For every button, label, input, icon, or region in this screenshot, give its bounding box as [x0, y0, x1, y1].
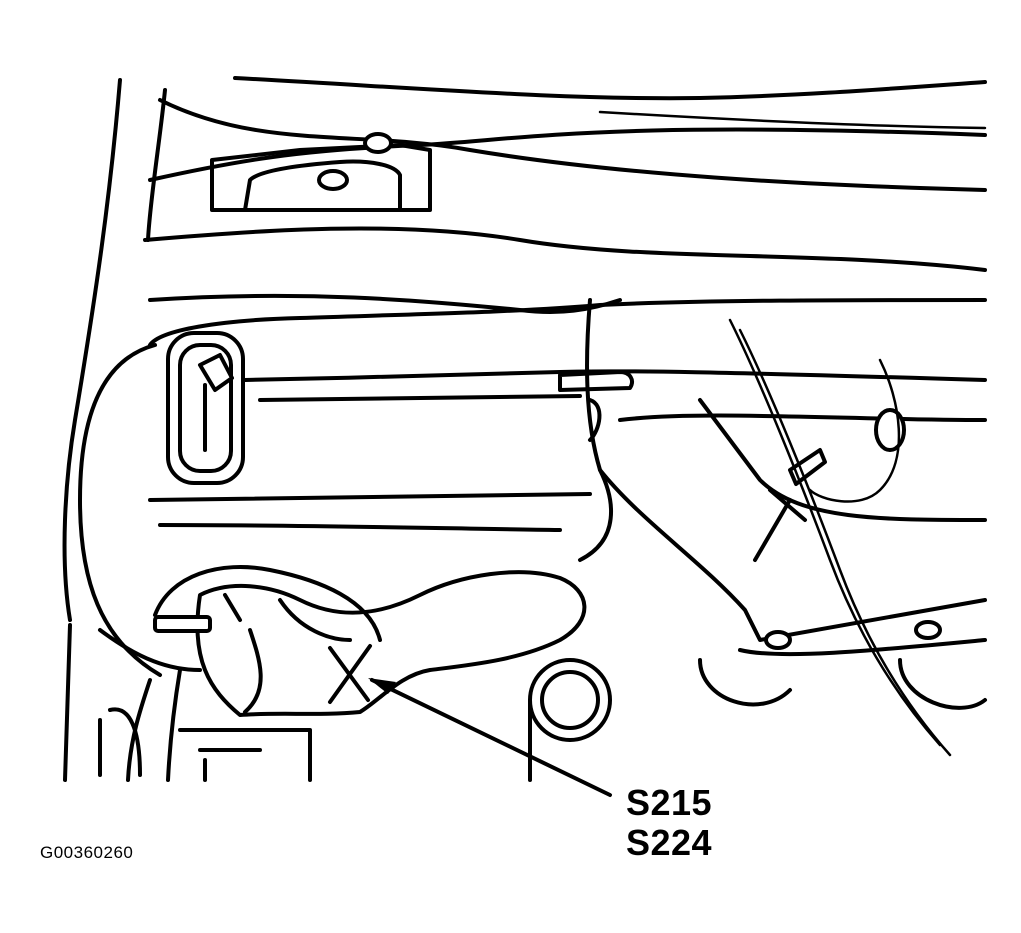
leader-line	[368, 678, 612, 797]
splice-callout-label: S215 S224	[626, 783, 712, 863]
sensor-wire	[728, 318, 952, 757]
figure-id: G00360260	[40, 843, 134, 862]
lower-bracket	[98, 707, 312, 782]
splice-id-s215: S215	[626, 782, 713, 823]
port-opening	[126, 565, 382, 782]
splice-id-s224: S224	[626, 822, 713, 863]
round-grommet	[528, 658, 612, 782]
fender-arc	[63, 343, 202, 782]
splice-marker-x	[328, 644, 372, 704]
wiring-harness	[195, 570, 587, 717]
upper-bracket	[210, 132, 432, 212]
frame-rail	[148, 298, 987, 562]
slotted-tab	[166, 331, 245, 485]
harness-clip	[558, 370, 634, 442]
cowl-panel	[62, 76, 987, 622]
